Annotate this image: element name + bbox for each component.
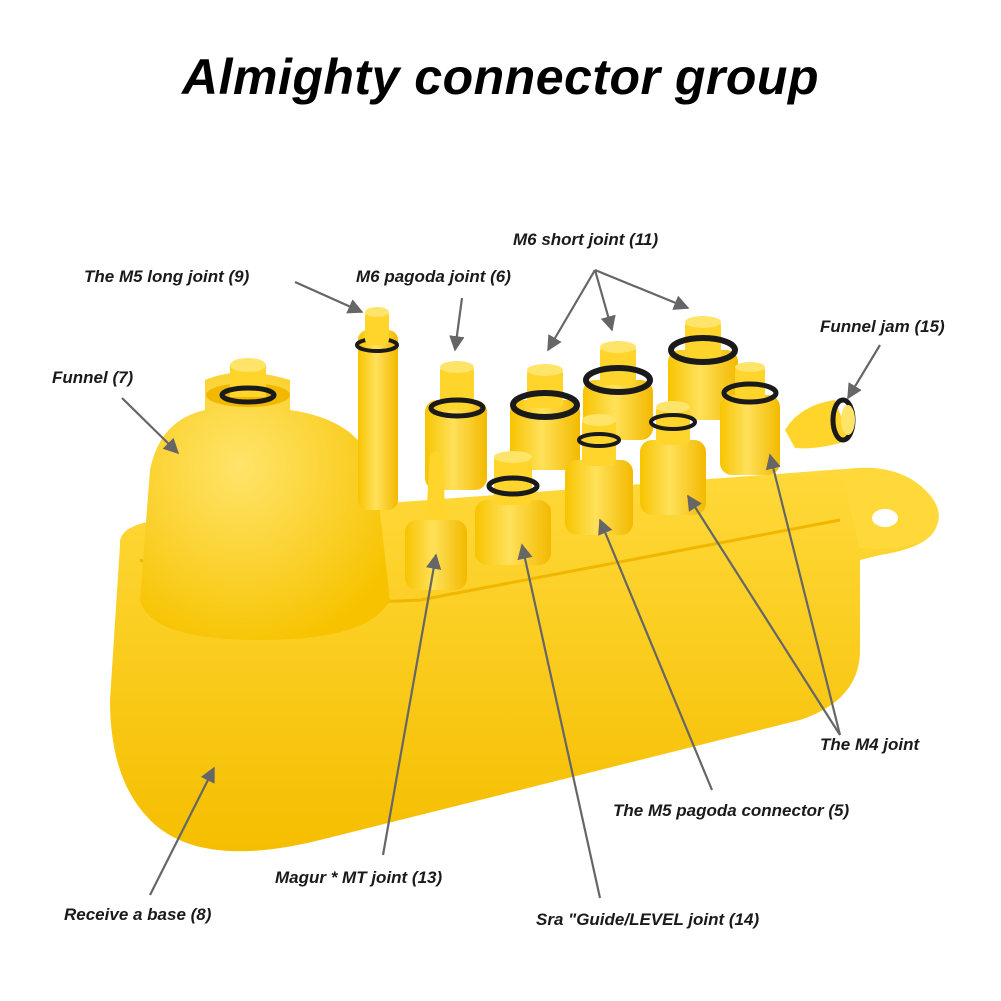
label-funnel: Funnel (7) [52, 368, 134, 387]
label-receive-a-base: Receive a base (8) [64, 905, 212, 924]
label-funnel-jam: Funnel jam (15) [820, 317, 945, 336]
callout-arrows [121, 268, 881, 899]
label-magur-mt-joint: Magur * MT joint (13) [275, 868, 443, 887]
page-title: Almighty connector group [182, 49, 819, 105]
funnel-jam [785, 397, 856, 449]
m5-long-joint [355, 307, 399, 510]
m6-short-joint-c [668, 316, 738, 420]
label-m5-long-joint: The M5 long joint (9) [84, 267, 250, 286]
label-m6-short-joint: M6 short joint (11) [513, 230, 659, 249]
m4-joint-a [720, 362, 780, 475]
label-sra-guide-level-joint: Sra "Guide/LEVEL joint (14) [536, 910, 760, 929]
label-m5-pagoda-connector: The M5 pagoda connector (5) [613, 801, 850, 820]
m6-short-joint-a [510, 364, 580, 470]
m5-pagoda-connector [565, 414, 633, 535]
funnel [140, 358, 390, 640]
label-m4-joint: The M4 joint [820, 735, 920, 754]
label-m6-pagoda-joint: M6 pagoda joint (6) [356, 267, 511, 286]
